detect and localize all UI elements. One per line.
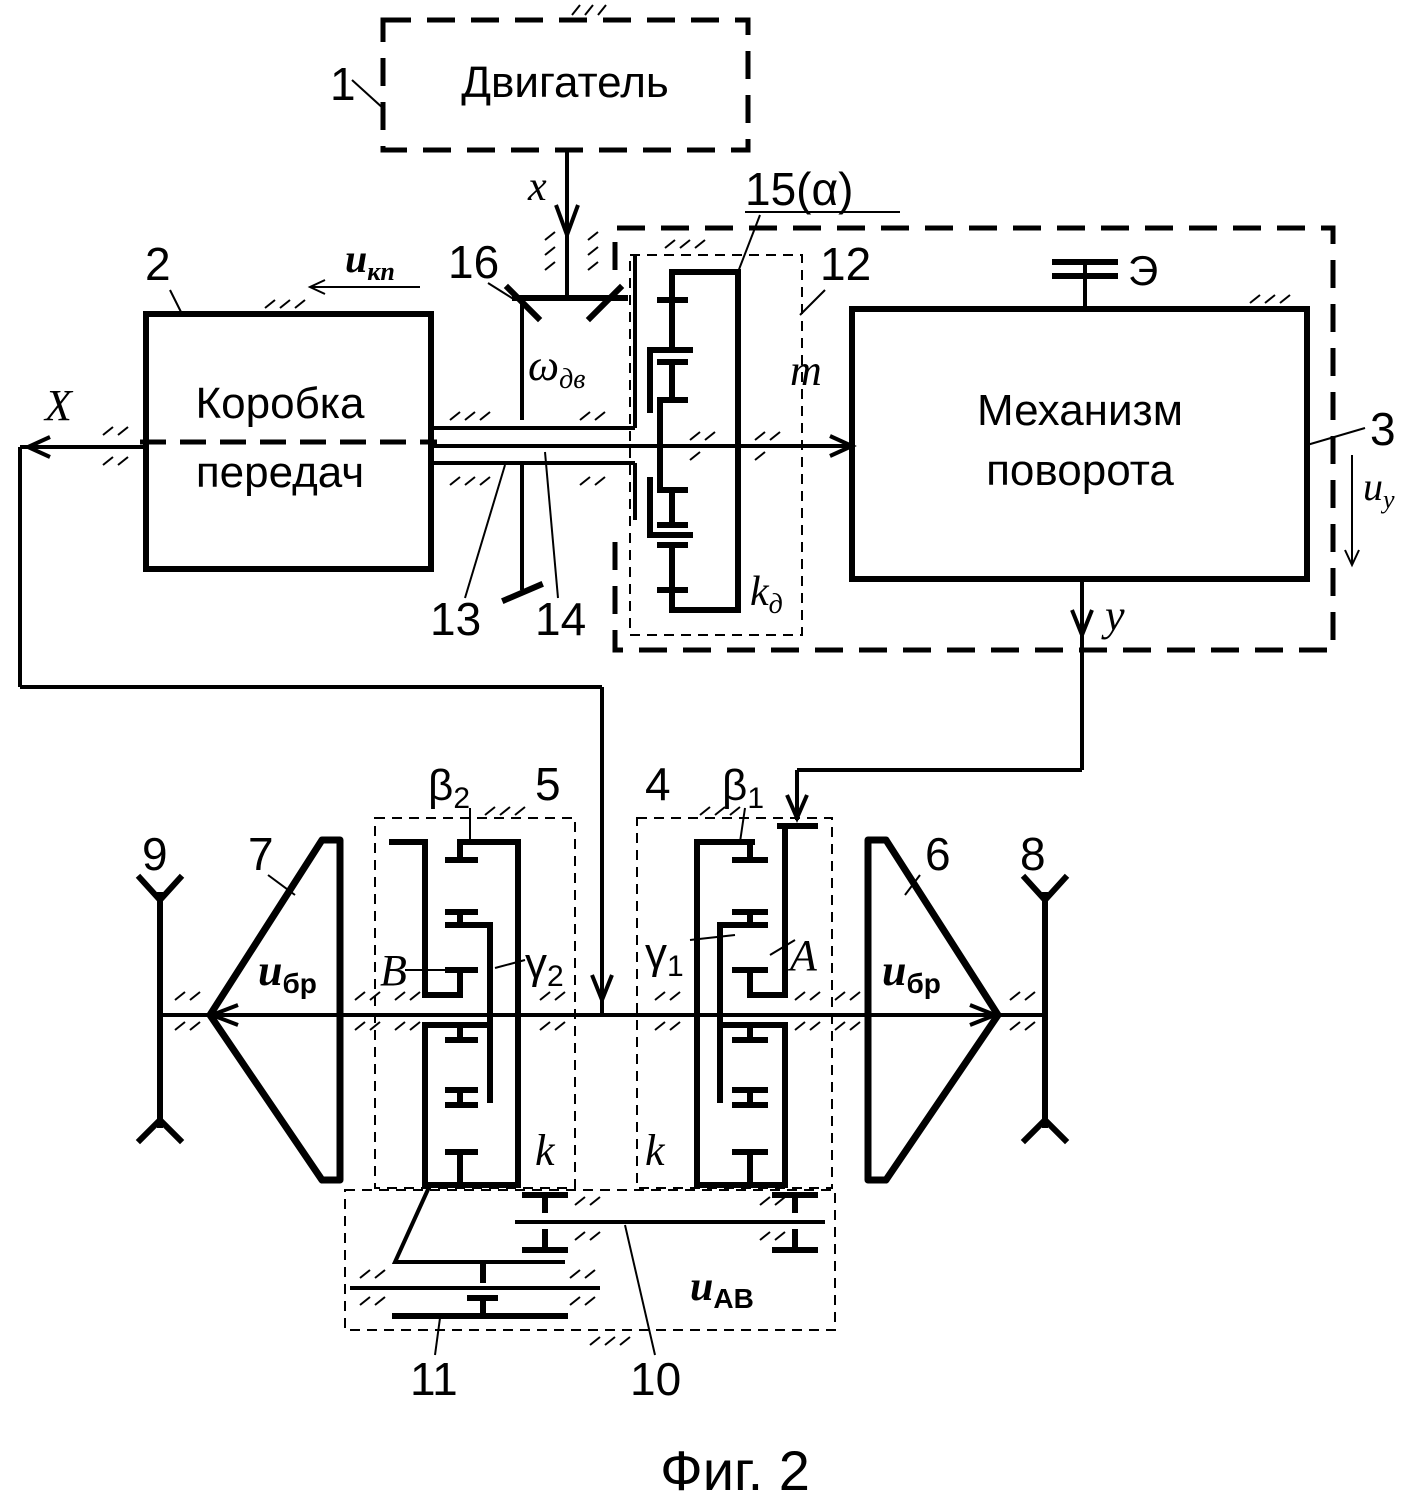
gear-train-10-11 bbox=[344, 1184, 836, 1346]
shafts-13-14 bbox=[431, 255, 857, 604]
bevel-gear-16 bbox=[503, 283, 628, 420]
label-x-left: X bbox=[43, 381, 74, 430]
label-9: 9 bbox=[142, 828, 168, 880]
label-1: 1 bbox=[330, 58, 356, 110]
label-u-kp: uкп bbox=[345, 236, 395, 286]
turning-mechanism: Механизм поворота Э bbox=[612, 225, 1336, 653]
label-12: 12 bbox=[820, 238, 871, 290]
label-u-y: uy bbox=[1363, 464, 1395, 514]
label-11: 11 bbox=[410, 1353, 458, 1405]
engine-shaft: x bbox=[527, 150, 599, 300]
turn-mech-label-line1: Механизм bbox=[977, 386, 1183, 435]
engine-block: Двигатель bbox=[380, 4, 751, 153]
label-u-ab: uAB bbox=[690, 1264, 754, 1314]
u-kp-arrow: uкп bbox=[307, 236, 420, 295]
label-6: 6 bbox=[925, 828, 951, 880]
brake-7 bbox=[206, 836, 344, 1184]
label-k-left: k bbox=[535, 1126, 556, 1175]
label-5: 5 bbox=[535, 758, 561, 810]
label-beta2: β2 bbox=[428, 761, 470, 815]
label-13: 13 bbox=[430, 593, 481, 645]
label-3: 3 bbox=[1370, 403, 1396, 455]
label-u-br-right: uбр bbox=[882, 946, 941, 999]
label-14: 14 bbox=[535, 593, 586, 645]
planetary-set-4 bbox=[636, 806, 833, 1189]
turn-mech-label-line2: поворота bbox=[986, 446, 1174, 495]
label-10: 10 bbox=[630, 1353, 681, 1405]
sprocket-8 bbox=[1020, 873, 1070, 1145]
gearbox-label-line1: Коробка bbox=[196, 379, 365, 428]
label-8: 8 bbox=[1020, 828, 1046, 880]
label-15: 15(α) bbox=[745, 163, 853, 215]
label-m: m bbox=[790, 346, 822, 395]
brake-6 bbox=[864, 836, 1002, 1184]
gearbox-output-shaft: X bbox=[18, 381, 614, 1015]
label-B: B bbox=[380, 946, 407, 995]
engine-label: Двигатель bbox=[461, 58, 669, 107]
sprocket-9 bbox=[135, 873, 185, 1145]
label-A: A bbox=[787, 931, 818, 980]
label-7: 7 bbox=[248, 828, 274, 880]
label-energy: Э bbox=[1128, 247, 1158, 294]
gearbox-block: Коробка передач bbox=[140, 299, 437, 572]
label-omega: ωдв bbox=[528, 341, 585, 395]
label-16: 16 bbox=[448, 236, 499, 288]
u-y-arrow: uy bbox=[1344, 455, 1395, 568]
label-beta1: β1 bbox=[722, 761, 764, 815]
label-gamma2: γ2 bbox=[525, 939, 564, 993]
label-y: y bbox=[1101, 591, 1125, 640]
label-4: 4 bbox=[645, 758, 671, 810]
label-2: 2 bbox=[145, 238, 171, 290]
output-y-shaft: y bbox=[785, 579, 1125, 824]
label-x-top: x bbox=[527, 164, 547, 210]
label-k-right: k bbox=[645, 1126, 666, 1175]
figure-caption: Фиг. 2 bbox=[660, 1439, 810, 1502]
differential-15 bbox=[629, 239, 803, 636]
gearbox-label-line2: передач bbox=[196, 448, 364, 497]
label-k-d: kд bbox=[750, 569, 783, 620]
label-gamma1: γ1 bbox=[645, 929, 684, 983]
label-u-br-left: uбр bbox=[258, 946, 317, 999]
